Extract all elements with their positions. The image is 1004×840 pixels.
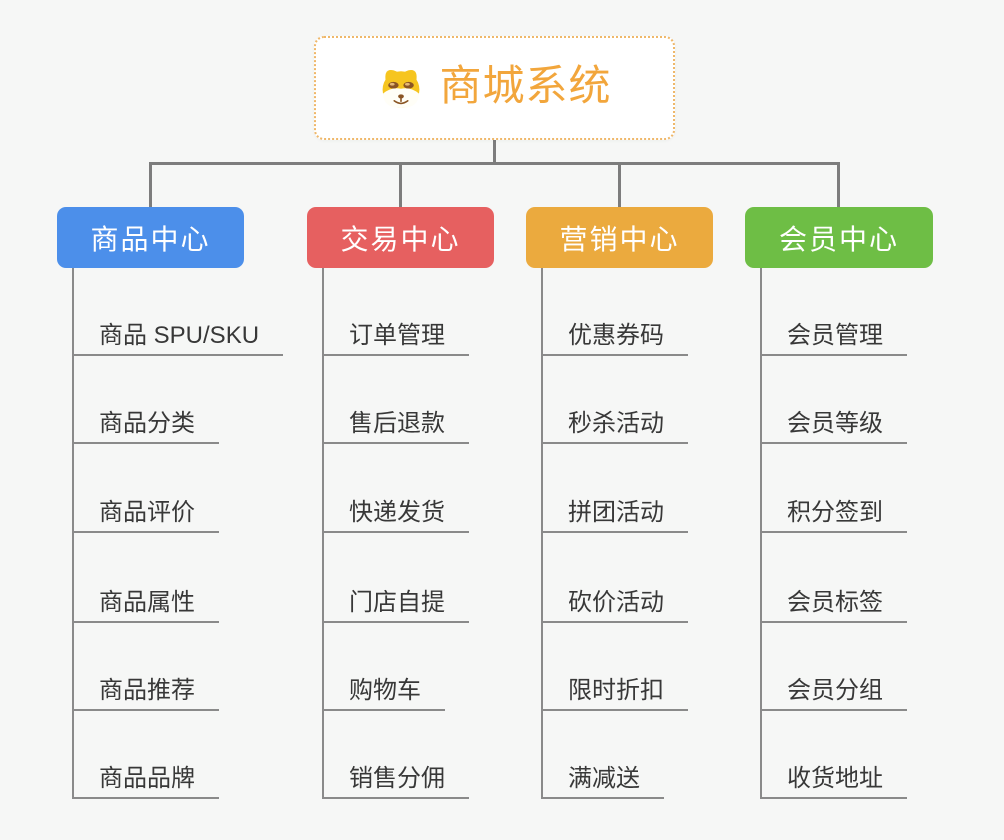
leaf-node[interactable]: 收货地址 [760, 759, 907, 799]
leaf-node[interactable]: 会员管理 [760, 316, 907, 356]
branch-product-center: 商品中心 商品 SPU/SKU 商品分类 商品评价 商品属性 商品推荐 商品品牌 [57, 207, 284, 807]
connector-root-drop [493, 139, 496, 165]
connector-drop-marketing [618, 162, 621, 207]
leaf-node[interactable]: 购物车 [322, 671, 445, 711]
branch-spine-line [541, 268, 543, 798]
leaf-node[interactable]: 销售分佣 [322, 759, 469, 799]
connector-horizontal-bus [149, 162, 840, 165]
branch-header-marketing[interactable]: 营销中心 [526, 207, 713, 268]
leaf-node[interactable]: 订单管理 [322, 316, 469, 356]
leaf-node[interactable]: 商品属性 [72, 583, 219, 623]
leaf-node[interactable]: 积分签到 [760, 493, 907, 533]
leaf-node[interactable]: 商品分类 [72, 404, 219, 444]
root-node[interactable]: 商城系统 [314, 36, 675, 140]
branch-member-center: 会员中心 会员管理 会员等级 积分签到 会员标签 会员分组 收货地址 [745, 207, 933, 807]
leaf-node[interactable]: 门店自提 [322, 583, 469, 623]
connector-drop-product [149, 162, 152, 207]
leaf-node[interactable]: 限时折扣 [541, 671, 688, 711]
branch-spine-line [322, 268, 324, 798]
leaf-node[interactable]: 砍价活动 [541, 583, 688, 623]
leaf-node[interactable]: 售后退款 [322, 404, 469, 444]
leaf-node[interactable]: 商品品牌 [72, 759, 219, 799]
leaf-node[interactable]: 拼团活动 [541, 493, 688, 533]
shiba-dog-face-icon [377, 64, 425, 112]
leaf-node[interactable]: 秒杀活动 [541, 404, 688, 444]
branch-trade-center: 交易中心 订单管理 售后退款 快递发货 门店自提 购物车 销售分佣 [307, 207, 494, 807]
branch-marketing-center: 营销中心 优惠券码 秒杀活动 拼团活动 砍价活动 限时折扣 满减送 [526, 207, 713, 807]
leaf-node[interactable]: 快递发货 [322, 493, 469, 533]
branch-header-member[interactable]: 会员中心 [745, 207, 933, 268]
branch-spine-line [72, 268, 74, 798]
branch-header-product[interactable]: 商品中心 [57, 207, 244, 268]
leaf-node[interactable]: 会员分组 [760, 671, 907, 711]
leaf-node[interactable]: 满减送 [541, 759, 664, 799]
leaf-node[interactable]: 会员标签 [760, 583, 907, 623]
leaf-node[interactable]: 商品 SPU/SKU [72, 316, 284, 356]
leaf-node[interactable]: 商品推荐 [72, 671, 219, 711]
branch-header-trade[interactable]: 交易中心 [307, 207, 494, 268]
leaf-node[interactable]: 商品评价 [72, 493, 219, 533]
leaf-node[interactable]: 会员等级 [760, 404, 907, 444]
leaf-node[interactable]: 优惠券码 [541, 316, 688, 356]
branch-spine-line [760, 268, 762, 798]
root-title: 商城系统 [439, 62, 612, 109]
connector-drop-member [837, 162, 840, 207]
connector-drop-trade [399, 162, 402, 207]
